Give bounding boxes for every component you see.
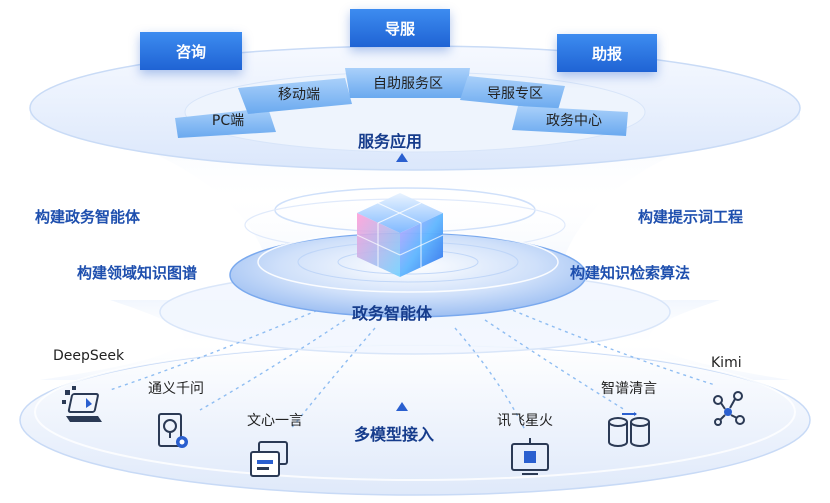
tab-consult[interactable]: 咨询: [140, 32, 242, 70]
channel-self-service: 自助服务区: [373, 76, 443, 92]
channel-guide-zone: 导服专区: [487, 86, 543, 102]
model-kimi-label: Kimi: [711, 355, 742, 371]
channel-mobile: 移动端: [278, 87, 320, 103]
capability-build-prompt: 构建提示词工程: [638, 208, 744, 226]
service-apps-label: 服务应用: [358, 132, 423, 151]
model-tongyi-label: 通义千问: [148, 381, 204, 397]
channel-pc: PC端: [211, 113, 245, 129]
up-arrow-icon: [396, 153, 408, 162]
lightbulb-gear-icon: [158, 413, 188, 448]
ai-cube-icon: [356, 193, 444, 277]
multi-model-label: 多模型接入: [354, 425, 435, 444]
up-arrow-icon: [396, 402, 408, 411]
tab-guide[interactable]: 导服: [350, 9, 450, 47]
model-wenxin-label: 文心一言: [247, 413, 303, 429]
model-zhipu-label: 智谱清言: [601, 381, 657, 397]
database-exchange-icon: [608, 412, 650, 447]
model-xunfei-label: 讯飞星火: [497, 413, 553, 429]
laptop-cubes-icon: [62, 386, 102, 422]
capability-build-kg: 构建领域知识图谱: [77, 264, 198, 282]
network-graph-icon: [713, 391, 745, 426]
tab-assist[interactable]: 助报: [557, 34, 657, 72]
monitor-chip-icon: [511, 438, 549, 475]
capability-build-retrieval: 构建知识检索算法: [570, 264, 691, 282]
capability-build-agent: 构建政务智能体: [35, 208, 141, 226]
stacked-windows-icon: [250, 441, 288, 477]
model-deepseek-label: DeepSeek: [53, 348, 125, 364]
gov-agent-label: 政务智能体: [352, 304, 433, 323]
channel-gov-center: 政务中心: [546, 113, 602, 129]
